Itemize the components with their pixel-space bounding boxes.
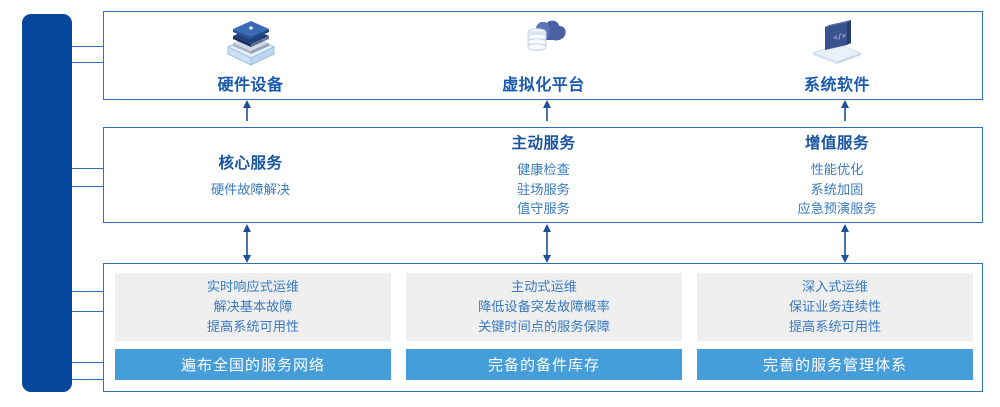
connector-content-upper bbox=[72, 168, 112, 169]
arrow-双向-active bbox=[543, 224, 551, 263]
content-column-value-added-service[interactable]: 增值服务 性能优化 系统加固 应急预演服务 bbox=[690, 128, 984, 222]
content-item: 系统加固 bbox=[810, 181, 864, 197]
technology-column-virtualization[interactable]: 虚拟化平台 bbox=[397, 12, 690, 99]
positioning-card-indepth[interactable]: 深入式运维 保证业务连续性 提高系统可用性 bbox=[697, 273, 973, 341]
positioning-advantage-panel: 实时响应式运维 解决基本故障 提高系统可用性 主动式运维 降低设备突发故障概率 … bbox=[103, 263, 983, 392]
connector-advantage-lower bbox=[72, 379, 112, 380]
advantage-label: 完善的服务管理体系 bbox=[762, 357, 907, 374]
category-sidebar bbox=[22, 14, 72, 392]
technology-title: 系统软件 bbox=[803, 76, 870, 94]
content-item: 驻场服务 bbox=[517, 181, 570, 197]
positioning-line: 保证业务连续性 bbox=[788, 299, 882, 314]
server-stack-icon bbox=[226, 20, 275, 66]
content-title: 增值服务 bbox=[804, 135, 869, 153]
arrow-up-hardware bbox=[243, 100, 251, 121]
advantage-label: 完备的备件库存 bbox=[487, 357, 600, 374]
technology-title: 虚拟化平台 bbox=[502, 76, 585, 94]
product-content-panel: 核心服务 硬件故障解决 主动服务 健康检查 驻场服务 值守服务 增值服务 性能优… bbox=[103, 127, 983, 223]
positioning-line: 深入式运维 bbox=[802, 279, 868, 294]
positioning-card-proactive[interactable]: 主动式运维 降低设备突发故障概率 关键时间点的服务保障 bbox=[406, 273, 682, 341]
positioning-line: 主动式运维 bbox=[511, 279, 577, 294]
arrow-up-system-software bbox=[841, 100, 849, 121]
positioning-line: 解决基本故障 bbox=[213, 299, 293, 314]
positioning-line: 实时响应式运维 bbox=[206, 279, 300, 294]
laptop-code-icon: </> bbox=[811, 19, 863, 64]
connector-technology-lower bbox=[72, 62, 112, 63]
technology-direction-panel: 硬件设备 虚拟化平台 bbox=[103, 11, 983, 100]
arrow-双向-value-added bbox=[841, 224, 849, 263]
content-item: 值守服务 bbox=[517, 201, 570, 217]
connector-technology-upper bbox=[72, 46, 112, 47]
advantage-bar-service-network[interactable]: 遍布全国的服务网络 bbox=[115, 349, 391, 380]
positioning-line: 提高系统可用性 bbox=[206, 319, 300, 334]
connector-positioning-upper bbox=[72, 291, 112, 292]
svg-text:</>: </> bbox=[833, 31, 847, 41]
positioning-card-realtime[interactable]: 实时响应式运维 解决基本故障 提高系统可用性 bbox=[115, 273, 391, 341]
connector-content-lower bbox=[72, 186, 112, 187]
arrow-双向-core bbox=[243, 224, 251, 263]
content-item: 硬件故障解决 bbox=[210, 181, 291, 197]
positioning-line: 提高系统可用性 bbox=[788, 319, 882, 334]
technology-title: 硬件设备 bbox=[217, 76, 284, 94]
content-column-active-service[interactable]: 主动服务 健康检查 驻场服务 值守服务 bbox=[397, 128, 690, 222]
content-title: 核心服务 bbox=[218, 154, 283, 172]
technology-column-system-software[interactable]: </> 系统软件 bbox=[690, 12, 984, 99]
arrow-up-virtualization bbox=[543, 100, 551, 121]
content-item: 应急预演服务 bbox=[797, 201, 877, 217]
advantage-label: 遍布全国的服务网络 bbox=[180, 357, 325, 374]
connector-positioning-lower bbox=[72, 311, 112, 312]
content-item: 性能优化 bbox=[810, 162, 864, 178]
connector-advantage-upper bbox=[72, 362, 112, 363]
content-column-core-service[interactable]: 核心服务 硬件故障解决 bbox=[104, 128, 397, 222]
positioning-line: 关键时间点的服务保障 bbox=[478, 319, 610, 334]
advantage-bar-management-system[interactable]: 完善的服务管理体系 bbox=[697, 349, 973, 380]
cloud-database-icon bbox=[527, 20, 566, 51]
advantage-bar-spare-parts[interactable]: 完备的备件库存 bbox=[406, 349, 682, 380]
content-item: 健康检查 bbox=[517, 162, 570, 178]
content-title: 主动服务 bbox=[511, 135, 576, 153]
positioning-line: 降低设备突发故障概率 bbox=[478, 299, 610, 314]
technology-column-hardware[interactable]: 硬件设备 bbox=[104, 12, 397, 99]
